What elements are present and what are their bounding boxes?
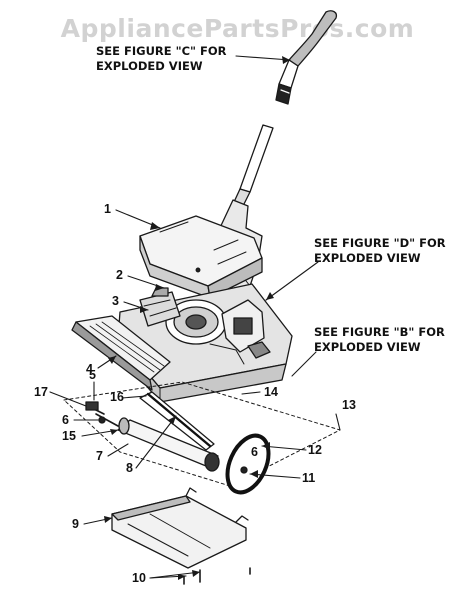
callout-10: 10: [132, 571, 146, 585]
brush-roll: [91, 407, 220, 472]
watermark: AppliancePartsPros.com: [60, 14, 415, 43]
note-figure-c-line2: EXPLODED VIEW: [96, 59, 203, 73]
callout-16: 16: [110, 390, 124, 404]
callout-1: 1: [104, 202, 111, 216]
note-figure-d-line2: EXPLODED VIEW: [314, 251, 421, 265]
note-figure-b: SEE FIGURE "B" FOR EXPLODED VIEW: [314, 325, 445, 355]
callout-17: 17: [34, 385, 48, 399]
callout-7: 7: [96, 449, 103, 463]
note-figure-d-line1: SEE FIGURE "D" FOR: [314, 236, 446, 250]
brush-strip: [139, 391, 215, 451]
callout-9: 9: [72, 517, 79, 531]
bottom-plate: [111, 487, 249, 569]
arrowheads: [104, 56, 290, 580]
front-bumper: [71, 315, 171, 391]
callout-11: 11: [302, 471, 316, 485]
callout-5: 5: [89, 368, 96, 382]
callout-4: 4: [86, 362, 93, 376]
callout-12: 12: [308, 443, 322, 457]
note-figure-c: SEE FIGURE "C" FOR EXPLODED VIEW: [96, 44, 227, 74]
note-figure-c-line1: SEE FIGURE "C" FOR: [96, 44, 227, 58]
callout-13: 13: [342, 398, 356, 412]
drive-belt: [225, 433, 271, 495]
brushroll-bracket-outline: [63, 381, 341, 487]
callout-6: 6: [62, 413, 69, 427]
callout-3: 3: [112, 294, 119, 308]
handle-tube: [233, 124, 274, 207]
note-figure-d: SEE FIGURE "D" FOR EXPLODED VIEW: [314, 236, 446, 266]
note-figure-b-line2: EXPLODED VIEW: [314, 340, 421, 354]
callout-14: 14: [264, 385, 278, 399]
callout-8: 8: [126, 461, 133, 475]
hood-cover: [139, 215, 263, 299]
motor-assembly: [139, 287, 271, 365]
callout-15: 15: [62, 429, 76, 443]
handle-grip: [275, 10, 338, 105]
note-figure-b-line1: SEE FIGURE "B" FOR: [314, 325, 445, 339]
callout-6-belt: 6: [251, 445, 258, 459]
callout-2: 2: [116, 268, 123, 282]
